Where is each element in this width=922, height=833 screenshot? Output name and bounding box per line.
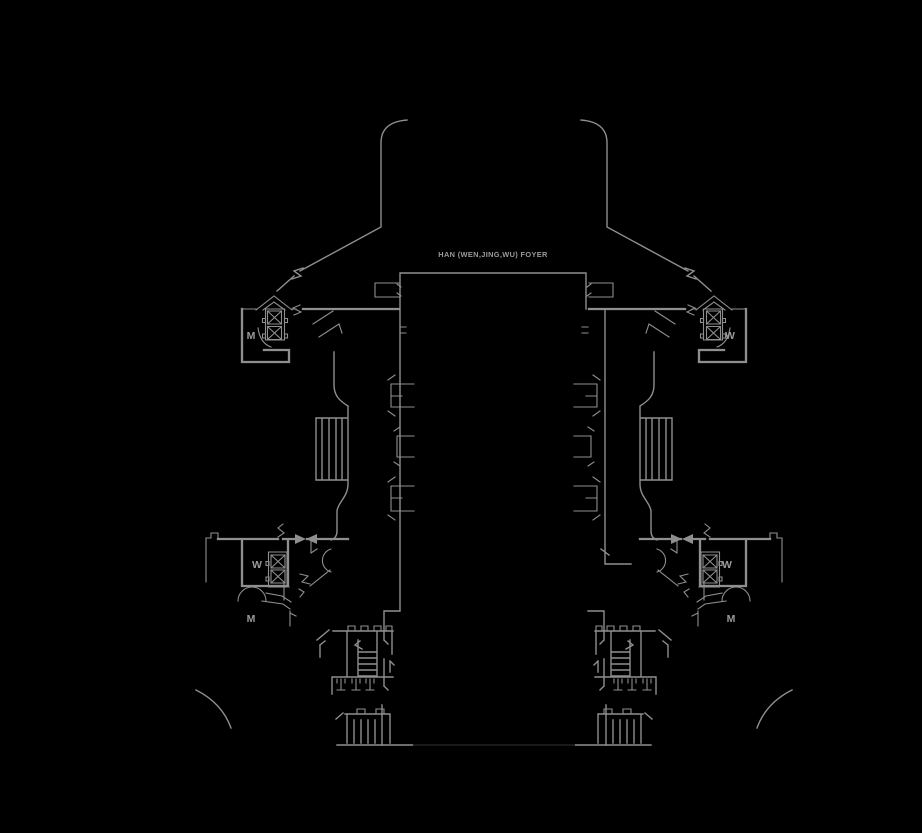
wall-pilaster-box (374, 282, 407, 334)
door-bowtie-symbol (295, 534, 317, 544)
upper-left-restroom (240, 307, 291, 364)
small-stair (335, 708, 391, 744)
room-label-lower-right-m: M (727, 613, 736, 625)
elevator-shafts-upper (261, 308, 289, 341)
room-label-lower-left-m: M (247, 613, 256, 625)
plan-left-half (195, 119, 415, 746)
top-flare (276, 119, 408, 292)
upper-corridor-wall (241, 295, 401, 338)
arched-opening (237, 586, 292, 610)
lower-hall-wall (381, 610, 401, 746)
room-label-lower-right-w: W (722, 559, 732, 571)
hall-alcoves (387, 374, 415, 521)
elevator-shafts-lower (265, 551, 288, 588)
columns (336, 678, 375, 691)
door-leaves (283, 583, 305, 627)
stairwell (316, 625, 395, 695)
corner-arc (195, 689, 232, 729)
room-label-lower-left-w: W (252, 559, 262, 571)
plan-right-half-mirror (572, 118, 794, 747)
foyer-title: HAN (WEN,JING,WU) FOYER (438, 250, 548, 259)
mid-stair (315, 351, 349, 541)
room-label-upper-left-m: M (247, 330, 256, 342)
room-label-upper-right-w: W (725, 330, 735, 342)
central-hall-walls (399, 272, 632, 611)
corridor-details (299, 538, 332, 587)
lower-left-restroom (205, 523, 350, 627)
